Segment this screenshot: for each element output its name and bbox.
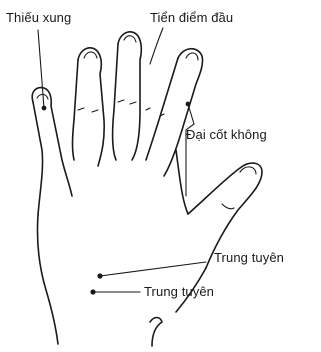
- thumb-nail: [240, 167, 256, 174]
- index-finger: [164, 49, 203, 176]
- pinky-finger: [32, 88, 72, 196]
- middle-nail: [124, 36, 136, 42]
- label-thieu-xung: Thiếu xung: [6, 10, 71, 25]
- label-trung-tuyen-right: Trung tuyên: [214, 250, 284, 265]
- wrist-curve: [150, 318, 162, 347]
- point-trung-tuyen-lower: [90, 289, 95, 294]
- point-trung-tuyen-right: [97, 273, 102, 278]
- label-dai-cot-khong: Đại cốt không: [186, 127, 267, 142]
- hand-left-side: [37, 215, 58, 344]
- middle-finger: [118, 32, 141, 160]
- leader-lines: [38, 28, 206, 292]
- acupoints: [42, 102, 191, 295]
- point-dai-cot-khong: [186, 102, 191, 107]
- ring-nail: [84, 52, 97, 58]
- index-inner-edge: [146, 58, 178, 160]
- thumb-crease: [222, 204, 234, 209]
- point-thieu-xung: [42, 106, 47, 111]
- middle-inner-edge: [113, 44, 118, 160]
- ring-finger: [78, 48, 104, 166]
- pinky-inner-edge: [33, 102, 43, 215]
- ring-inner-edge: [73, 60, 79, 160]
- label-trung-tuyen-lower: Trung tuyên: [144, 284, 214, 299]
- knuckle-marks: [78, 100, 164, 116]
- leader-tien-diem-dau: [150, 28, 163, 64]
- index-nail: [186, 53, 198, 60]
- leader-trung-tuyen-right: [100, 262, 206, 276]
- label-tien-diem-dau: Tiển điểm đầu: [150, 10, 233, 25]
- leader-dai-cot-khong: [186, 104, 194, 196]
